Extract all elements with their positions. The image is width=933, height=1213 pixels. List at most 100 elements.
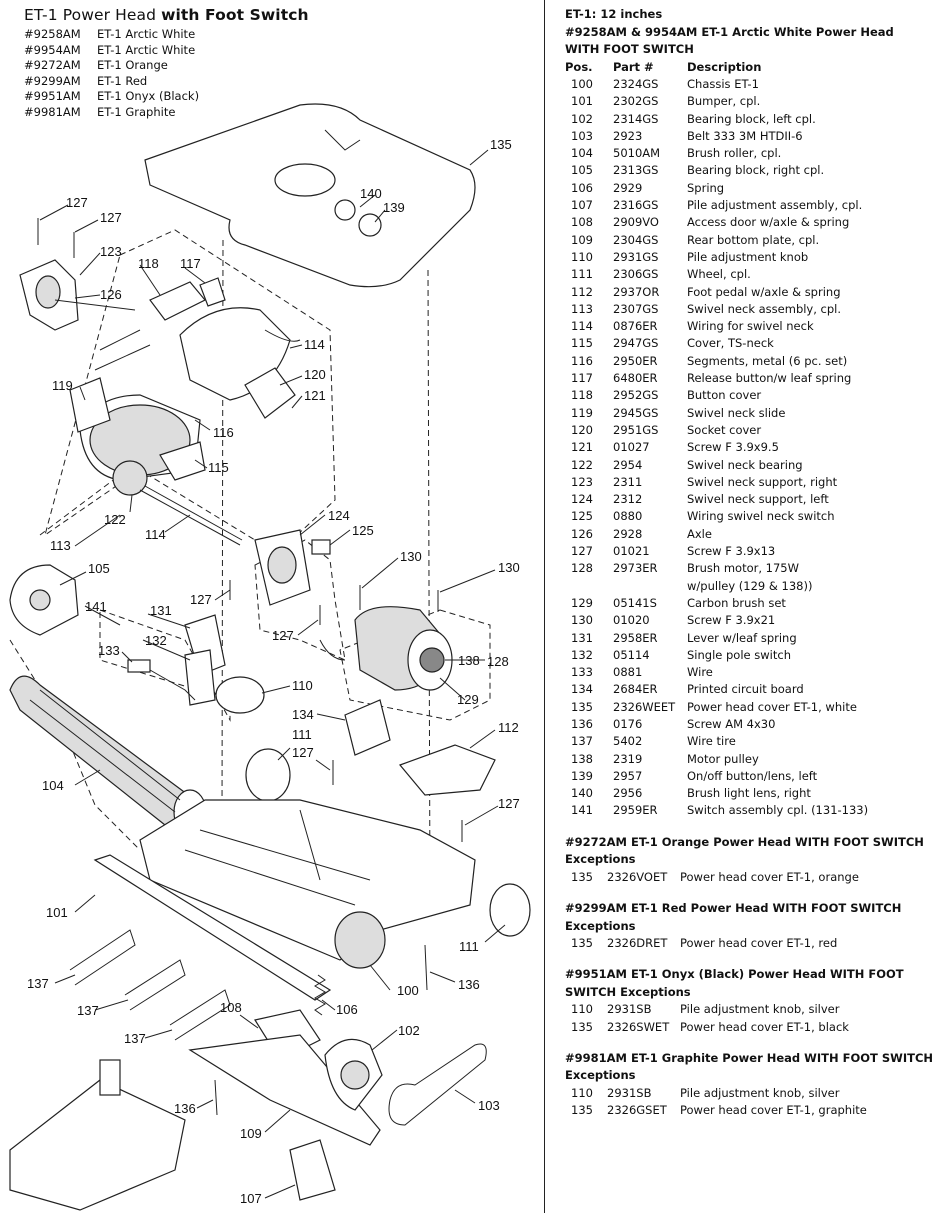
cell-pos: 115 (571, 336, 593, 351)
cell-desc: Chassis ET-1 (687, 77, 759, 91)
cell-desc: Pile adjustment knob, silver (680, 1002, 840, 1017)
cell-desc: Rear bottom plate, cpl. (687, 232, 820, 247)
model-name: ET-1 Arctic White (97, 42, 196, 57)
model-number: #9272AM (24, 58, 81, 73)
label-141: 141 (85, 599, 107, 614)
cell-pos: 135 (571, 699, 593, 714)
motor-support-outline (254, 539, 346, 661)
exception-heading: #9981AM ET-1 Graphite Power Head WITH FO… (565, 1050, 933, 1065)
cell-desc: Swivel neck support, left (687, 492, 829, 507)
cell-desc: Pile adjustment knob, silver (680, 1085, 840, 1100)
rear-bottom-plate (188, 1034, 381, 1146)
screw-136b (214, 1079, 218, 1116)
wire-tire-2 (124, 959, 186, 1011)
label-134: 134 (292, 707, 314, 722)
cell-pos: 128 (571, 561, 593, 576)
swivel-neck-bearing (112, 460, 148, 496)
cell-pn: 2929 (613, 180, 643, 195)
label-116: 116 (213, 425, 234, 440)
swivel-neck-slide (69, 377, 111, 433)
label-100: 100 (397, 983, 419, 998)
model-number: #9951AM (24, 89, 81, 104)
cell-pos: 126 (571, 526, 593, 541)
label-131: 131 (150, 603, 172, 618)
cell-pos: 138 (571, 751, 593, 766)
cell-pos: 113 (571, 301, 593, 316)
exception-section: #9981AM ET-1 Graphite Power Head WITH FO… (565, 1050, 933, 1120)
motor-wire (319, 639, 346, 661)
cell-desc: Button cover (687, 388, 762, 403)
cover-guide-left (221, 239, 224, 821)
cell-pos: 137 (571, 734, 593, 749)
label-110: 110 (292, 678, 313, 693)
cell-pos: 110 (571, 1085, 593, 1100)
cell-desc: Wiring swivel neck switch (687, 509, 835, 524)
roller-bristles (29, 689, 181, 813)
cell-pn: 2928 (613, 526, 643, 541)
cell-pos: 134 (571, 682, 593, 697)
label-130-b: 130 (498, 560, 520, 575)
cell-desc: Belt 333 3M HTDII-6 (687, 128, 803, 143)
cell-desc: Swivel neck bearing (687, 457, 803, 472)
exception-heading: Exceptions (565, 918, 636, 933)
cell-desc: Swivel neck slide (687, 405, 786, 420)
cell-pn (613, 578, 687, 595)
brush-light-lens (334, 199, 356, 221)
cell-pn: 2319 (613, 751, 643, 766)
cell-pn: 01020 (613, 613, 650, 628)
label-136-b: 136 (174, 1101, 196, 1116)
model-name: ET-1 Graphite (97, 104, 176, 119)
guide-line (39, 474, 121, 536)
pile-adjustment-assembly (289, 1139, 336, 1201)
label-117: 117 (180, 256, 201, 271)
model-name: ET-1 Red (97, 73, 148, 88)
label-101: 101 (46, 905, 68, 920)
cell-pn: 2326VOET (607, 869, 668, 884)
button-cover (149, 281, 206, 321)
bumper (93, 854, 332, 1001)
exceptions-container: #9272AM ET-1 Orange Power Head WITH FOOT… (565, 834, 933, 1120)
cell-desc: Pile adjustment knob (687, 249, 809, 264)
label-113: 113 (50, 538, 71, 553)
label-126: 126 (100, 287, 122, 302)
cell-pn: 2307GS (613, 301, 659, 316)
cell-desc: Access door w/axle & spring (687, 215, 850, 230)
wire-lead (264, 329, 301, 342)
label-136-a: 136 (458, 977, 480, 992)
printed-circuit-board (344, 699, 391, 756)
label-127-c: 127 (190, 592, 212, 607)
cell-pos: 127 (571, 544, 593, 559)
slide-rails (94, 329, 151, 371)
cell-pos: 135 (571, 1019, 593, 1034)
wiring-swivel-neck (139, 485, 243, 546)
cell-pos: 104 (571, 146, 593, 161)
label-105: 105 (88, 561, 110, 576)
label-104: 104 (42, 778, 64, 793)
leader-lines (39, 149, 506, 1199)
on-off-button (358, 213, 382, 237)
cell-desc: Carbon brush set (687, 595, 786, 610)
cell-pos: 132 (571, 647, 593, 662)
cell-pn: 2684ER (613, 682, 658, 697)
cell-desc: Spring (687, 180, 725, 195)
cell-pos: 139 (571, 768, 593, 783)
cell-pos: 117 (571, 371, 593, 386)
wire-tire-1 (69, 929, 136, 986)
cell-pn: 2306GS (613, 267, 659, 282)
